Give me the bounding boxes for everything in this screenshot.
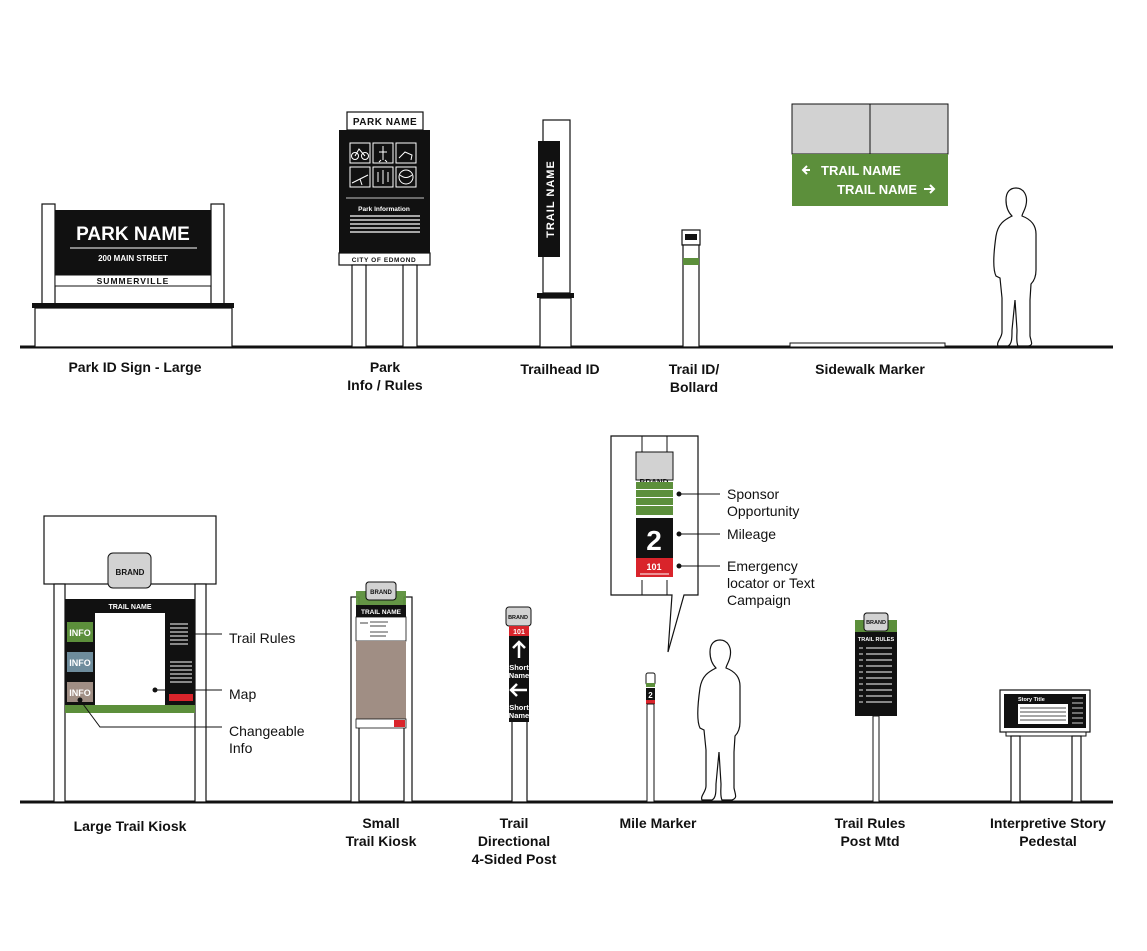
- directional-brand: BRAND: [508, 615, 528, 621]
- callout-changeable-2: Info: [229, 740, 253, 756]
- caption-directional-1: Trail: [500, 815, 529, 831]
- sidewalk-line2: TRAIL NAME: [837, 182, 917, 197]
- short-name-1b: Name: [509, 671, 529, 680]
- park-information-text: Park Information: [358, 206, 410, 213]
- story-title-text: Story Title: [1018, 697, 1045, 703]
- caption-small-kiosk-2: Trail Kiosk: [346, 833, 417, 849]
- fishing-icon: [349, 166, 371, 188]
- callout-sponsor-1: Sponsor: [727, 486, 779, 502]
- directional-route-101: 101: [513, 629, 525, 636]
- arrow-left-icon: [509, 683, 527, 697]
- callout-mileage: Mileage: [727, 526, 776, 542]
- caption-story-1: Interpretive Story: [990, 815, 1106, 831]
- rules-post-brand-top: BRAND: [866, 620, 886, 626]
- park-name-text: PARK NAME: [76, 224, 190, 245]
- trail-id-bollard: [681, 229, 701, 348]
- volleyball-icon: [395, 166, 417, 188]
- mile-marker: BRAND 2 101 2: [610, 435, 699, 803]
- callout-emergency-3: Campaign: [727, 592, 791, 608]
- sidewalk-marker: TRAIL NAME TRAIL NAME: [789, 103, 949, 348]
- large-trail-kiosk: BRAND TRAIL NAME INFO INFO INFO: [43, 515, 217, 803]
- dog-icon: [395, 142, 417, 164]
- park-id-sign-large: PARK NAME 200 MAIN STREET SUMMERVILLE: [32, 203, 234, 348]
- caption-mile-marker: Mile Marker: [619, 815, 697, 831]
- small-trail-kiosk: BRAND BRAND TRAIL NAME: [350, 581, 413, 803]
- sidewalk-line1: TRAIL NAME: [821, 163, 901, 178]
- trail-directional-post: BRAND 101 Short Name Short Name: [505, 606, 532, 803]
- mile-number: 2: [646, 525, 662, 556]
- mile-route-101: 101: [646, 562, 661, 572]
- short-name-2a: Short: [509, 703, 529, 712]
- person-silhouette-icon: [993, 187, 1037, 347]
- caption-rules-post-1: Trail Rules: [835, 815, 906, 831]
- short-name-1a: Short: [509, 663, 529, 672]
- mile-marker-callouts: Sponsor Opportunity Mileage Emergency lo…: [676, 486, 815, 608]
- trail-rules-post: BRAND BRAND TRAIL RULES: [855, 612, 897, 803]
- short-name-2b: Name: [509, 711, 529, 720]
- caption-park-info-2: Info / Rules: [347, 377, 423, 393]
- trail-name-vertical: TRAIL NAME: [545, 160, 557, 238]
- large-kiosk-callouts: Trail Rules Map Changeable Info: [77, 630, 305, 756]
- bike-icon: [349, 142, 371, 164]
- rules-post-title: TRAIL RULES: [858, 637, 895, 643]
- restroom-icon: [372, 166, 394, 188]
- callout-map: Map: [229, 686, 256, 702]
- hiker-icon: [372, 142, 394, 164]
- kiosk-trail-name: TRAIL NAME: [108, 604, 151, 611]
- park-info-rules-sign: PARK NAME Park Information CITY OF EDMON…: [338, 111, 431, 348]
- caption-park-info-1: Park: [370, 359, 401, 375]
- caption-trailhead-id: Trailhead ID: [520, 361, 599, 377]
- callout-emergency-2: locator or Text: [727, 575, 815, 591]
- caption-trail-id-2: Bollard: [670, 379, 718, 395]
- person-silhouette-icon: [697, 639, 741, 801]
- caption-trail-id-1: Trail ID/: [669, 361, 720, 377]
- info-green-text: INFO: [69, 628, 91, 638]
- arrow-right-icon: [924, 184, 936, 194]
- interpretive-story-pedestal: Story Title: [999, 689, 1091, 803]
- caption-rules-post-2: Post Mtd: [840, 833, 899, 849]
- caption-story-2: Pedestal: [1019, 833, 1077, 849]
- callout-changeable-1: Changeable: [229, 723, 305, 739]
- caption-directional-2: Directional: [478, 833, 550, 849]
- arrow-left-icon: [801, 165, 810, 175]
- kiosk-brand-text: BRAND: [116, 568, 145, 577]
- park-info-title: PARK NAME: [353, 117, 417, 128]
- callout-sponsor-2: Opportunity: [727, 503, 799, 519]
- callout-emergency-1: Emergency: [727, 558, 798, 574]
- arrow-up-icon: [512, 640, 526, 658]
- mile-small-number: 2: [648, 691, 653, 700]
- summerville-text: SUMMERVILLE: [97, 276, 170, 286]
- info-taupe-text: INFO: [69, 688, 91, 698]
- caption-park-id-large: Park ID Sign - Large: [68, 359, 201, 375]
- caption-large-kiosk: Large Trail Kiosk: [74, 818, 187, 834]
- city-of-edmond-text: CITY OF EDMOND: [352, 257, 417, 264]
- small-kiosk-brand-top: BRAND: [370, 590, 392, 596]
- caption-small-kiosk-1: Small: [362, 815, 399, 831]
- small-kiosk-trail-name: TRAIL NAME: [361, 609, 402, 616]
- info-slate-text: INFO: [69, 658, 91, 668]
- caption-directional-3: 4-Sided Post: [472, 851, 557, 867]
- trailhead-id-sign: TRAIL NAME: [537, 119, 574, 348]
- callout-trail-rules: Trail Rules: [229, 630, 295, 646]
- caption-sidewalk-marker: Sidewalk Marker: [815, 361, 925, 377]
- address-text: 200 MAIN STREET: [98, 254, 168, 263]
